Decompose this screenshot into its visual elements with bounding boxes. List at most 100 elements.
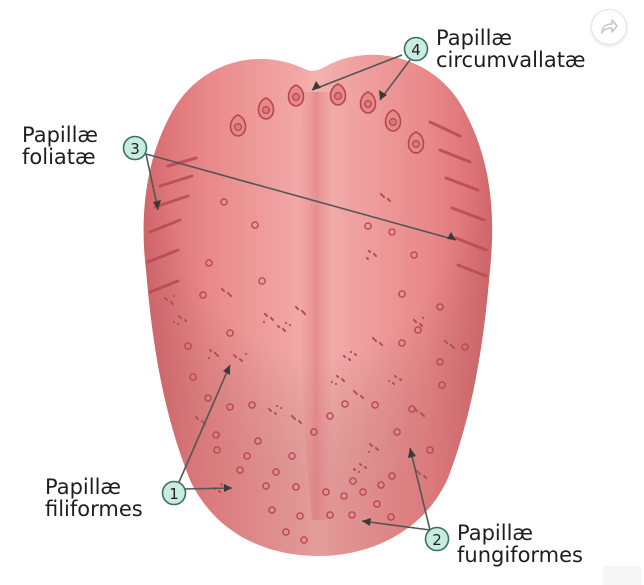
filiform-dot [375,255,377,257]
filiform-dot [285,322,287,324]
filiform-dot [388,380,390,382]
circumvallate-papilla [331,84,346,105]
filiform-dot [223,290,225,292]
filiform-dot [272,319,274,321]
label-fungiformes-line1: Papillæ [457,522,583,544]
filiform-dot [356,393,358,395]
filiform-dot [367,258,369,260]
filiform-dot [350,351,352,353]
filiform-dot [208,357,210,359]
filiform-dot [343,380,345,382]
filiform-dot [362,397,364,399]
filiform-dot [371,445,373,447]
filiform-dot [221,484,223,486]
circumvallate-papilla [231,115,246,136]
circumvallate-papilla [386,110,401,131]
marker-4-number: 4 [411,41,421,59]
label-foliatae: Papillæ foliatæ [22,124,98,168]
filiform-dot [270,410,272,412]
filiform-dot [395,376,397,378]
filiform-dot [166,299,168,301]
circumvallate-papilla [409,132,424,153]
filiform-dot [173,295,175,297]
filiform-dot [275,413,277,415]
filiform-dot [185,320,187,322]
filiform-dot [245,353,247,355]
filiform-dot [425,477,427,479]
filiform-dot [415,321,417,323]
filiform-dot [360,464,362,466]
label-circumvallatae-line2: circumvallatæ [436,49,586,71]
label-filiformes-line1: Papillæ [45,476,143,498]
circumvallate-papilla [289,85,304,106]
filiform-dot [294,418,296,420]
filiform-dot [416,410,418,412]
filiform-dot [241,360,243,362]
filiform-dot [377,449,379,451]
filiform-dot [446,342,448,344]
marker-3-number: 3 [130,140,140,158]
filiform-dot [217,355,219,357]
expand-corner[interactable] [603,566,641,585]
filiform-dot [197,418,199,420]
filiform-dot [349,359,351,361]
filiform-dot [393,383,395,385]
share-arrow-icon [599,18,619,36]
marker-1: 1 [163,482,186,505]
marker-2: 2 [426,528,449,551]
label-foliatae-line1: Papillæ [22,124,98,146]
filiform-dot [219,491,221,493]
marker-3: 3 [124,137,147,160]
label-foliatae-line2: foliatæ [22,146,98,168]
filiform-dot [172,303,174,305]
filiform-dot [304,313,306,315]
filiform-dot [419,473,421,475]
label-fungiformes-line2: fungiformes [457,544,583,566]
filiform-dot [453,347,455,349]
filiform-dot [381,344,383,346]
filiform-dot [280,407,282,409]
circumvallate-papilla [259,98,274,119]
filiform-dot [177,323,179,325]
marker-2-number: 2 [432,531,442,549]
filiform-dot [297,308,299,310]
filiform-dot [400,379,402,381]
filiform-dot [180,317,182,319]
label-filiformes-line2: filiformes [45,498,143,520]
filiform-dot [335,383,337,385]
label-circumvallatae: Papillæ circumvallatæ [436,27,586,71]
filiform-dot [354,469,356,471]
filiform-dot [235,356,237,358]
label-circumvallatae-line1: Papillæ [436,27,586,49]
filiform-dot [284,330,286,332]
filiform-dot [375,340,377,342]
filiform-dot [278,326,280,328]
label-filiformes: Papillæ filiformes [45,476,143,520]
filiform-dot [358,471,360,473]
filiform-dot [383,196,385,198]
filiform-dot [389,200,391,202]
filiform-dot [289,324,291,326]
filiform-dot [263,321,265,323]
filiform-dot [300,422,302,424]
filiform-dot [276,405,278,407]
filiform-dot [266,315,268,317]
circumvallate-papilla [361,92,376,113]
filiform-dot [355,354,357,356]
filiform-dot [210,350,212,352]
marker-1-number: 1 [169,485,179,503]
filiform-dot [365,467,367,469]
share-button[interactable] [591,9,627,45]
filiform-dot [368,451,370,453]
filiform-dot [344,356,346,358]
label-fungiformes: Papillæ fungiformes [457,522,583,566]
filiform-dot [230,295,232,297]
filiform-dot [369,251,371,253]
filiform-dot [422,317,424,319]
marker-4: 4 [405,38,428,61]
filiform-dot [423,415,425,417]
filiform-dot [173,321,175,323]
filiform-dot [331,381,333,383]
filiform-dot [337,376,339,378]
filiform-dot [421,325,423,327]
